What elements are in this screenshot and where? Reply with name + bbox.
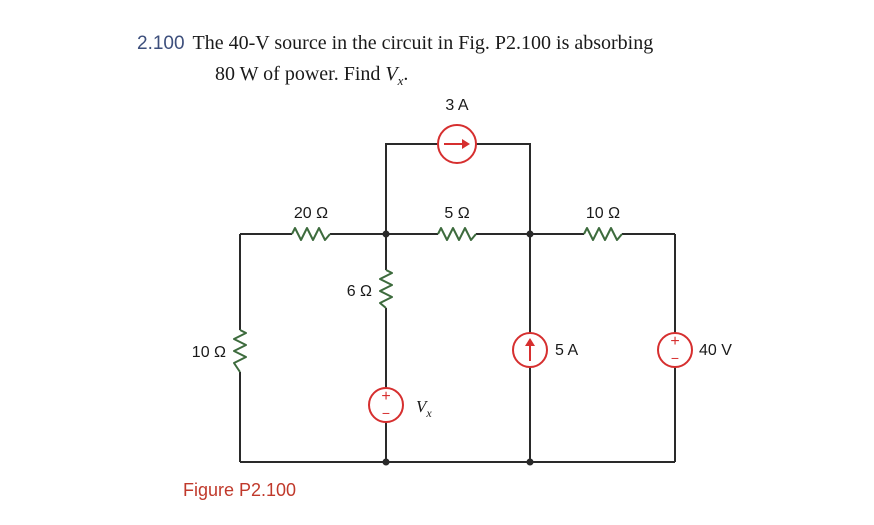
vx-variable: Vx [385, 63, 404, 88]
node [526, 458, 534, 466]
resistor-10-ohm-left [233, 329, 247, 373]
label-5-ohm: 5 Ω [444, 205, 469, 222]
voltage-source-vx [368, 387, 404, 423]
problem-line-2-end: . [403, 63, 409, 85]
figure-caption: Figure P2.100 [183, 480, 297, 500]
minus-sign: − [671, 350, 679, 366]
label-20-ohm: 20 Ω [294, 205, 328, 222]
problem-line-1: The 40-V source in the circuit in Fig. P… [192, 32, 654, 54]
arrowhead-up-icon [525, 338, 535, 346]
problem-statement: 2.100 The 40-V source in the circuit in F… [137, 28, 653, 96]
minus-sign: − [382, 405, 390, 421]
problem-line-2-text: 80 W of power. Find [215, 63, 386, 85]
resistor-10-ohm-top [583, 227, 623, 241]
label-6-ohm: 6 Ω [347, 283, 372, 300]
node [382, 458, 390, 466]
arrowhead-right-icon [462, 139, 470, 149]
problem-line-2: 80 W of power. Find Vx. [137, 59, 653, 96]
label-3a: 3 A [445, 97, 468, 114]
resistor-5-ohm [437, 227, 477, 241]
vx-var: V [385, 63, 398, 85]
resistor-6-ohm [379, 269, 393, 309]
problem-number: 2.100 [137, 33, 185, 54]
label-vx-sub: x [425, 406, 432, 420]
label-vx-main: V [416, 397, 429, 416]
circuit-wires [239, 143, 676, 463]
label-40v: 40 V [699, 342, 732, 359]
plus-sign: + [381, 388, 390, 405]
circuit-nodes [382, 230, 534, 466]
label-5a: 5 A [555, 342, 578, 359]
node [382, 230, 390, 238]
plus-sign: + [670, 333, 679, 350]
label-10-ohm-top: 10 Ω [586, 205, 620, 222]
label-vx: Vx [416, 397, 432, 420]
wire-top-right [476, 143, 531, 234]
node [526, 230, 534, 238]
resistor-20-ohm [291, 227, 331, 241]
wire-top-left [385, 143, 438, 234]
vx-var-sub: x [397, 73, 404, 88]
label-10-ohm-left: 10 Ω [192, 344, 226, 361]
voltage-source-40v [657, 332, 693, 368]
